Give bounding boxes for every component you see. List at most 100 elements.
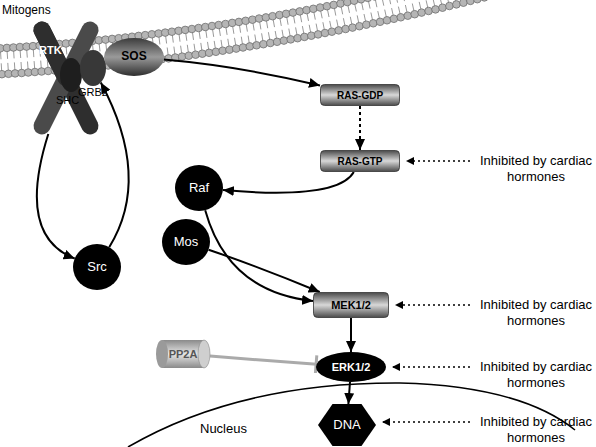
lipid-head (418, 9, 426, 17)
node-label: Raf (189, 181, 209, 195)
lipid-tail (186, 33, 187, 41)
lipid-tail (403, 0, 405, 1)
lipid-tail (174, 47, 175, 55)
lipid-tail (214, 41, 215, 49)
signal-arrow (209, 250, 320, 292)
signal-arrow (359, 106, 361, 150)
node-label: DNA (333, 418, 360, 432)
shape-outline (321, 151, 400, 172)
lipid-tail (213, 29, 214, 37)
signal-arrow (164, 60, 320, 86)
lipid-tail (206, 30, 207, 38)
lipid-head (310, 5, 318, 13)
node-label: SOS (121, 50, 146, 63)
lipid-tail (389, 0, 391, 4)
lipid-head (342, 25, 350, 33)
shape-outline (104, 38, 164, 76)
lipid-head (239, 44, 247, 52)
node-label: Mos (174, 235, 199, 249)
shape-outline (80, 50, 106, 86)
inhibition-pointer (392, 366, 470, 368)
signal-arrow (37, 134, 75, 259)
inhibition-note: Inhibited by cardiac hormones (480, 153, 592, 185)
lipid-tail (296, 27, 297, 35)
gtpase-box: RAS-GTP (320, 150, 400, 172)
lipid-tail (21, 62, 23, 70)
node-label: SHC (56, 94, 79, 106)
signal-arrow (348, 382, 350, 404)
lipid-head (364, 0, 372, 2)
lipid-head (273, 38, 281, 46)
lipid-head (226, 46, 234, 54)
shape-outline (162, 219, 210, 265)
lipid-tail (226, 27, 227, 35)
lipid-tail (0, 51, 2, 59)
adaptor-protein: GRB2 (80, 50, 106, 86)
lipid-tail (262, 33, 263, 41)
lipid-tail (348, 5, 350, 13)
lipid-head (350, 0, 358, 5)
lipid-head (212, 48, 220, 56)
lipid-tail (382, 0, 384, 6)
shape-outline (321, 85, 400, 106)
lipid-head (446, 2, 454, 10)
lipid-head (411, 10, 419, 18)
lipid-head (205, 49, 213, 57)
lipid-head (242, 17, 250, 25)
lipid-tail (233, 26, 234, 34)
lipid-head (246, 43, 254, 51)
lipid-tail (219, 28, 220, 36)
lipid-head (267, 39, 275, 47)
node-label: PP2A (169, 348, 198, 360)
lipid-tail (99, 43, 101, 51)
phosphatase-cylinder: PP2A (156, 340, 210, 368)
node-label: Src (87, 260, 107, 274)
kinase-circle: Mos (162, 219, 210, 265)
lipid-tail (357, 15, 359, 23)
lipid-tail (350, 17, 352, 25)
lipid-head (425, 7, 433, 15)
exchange-factor: SOS (104, 38, 164, 76)
inhibition-pointer (406, 160, 470, 162)
lipid-tail (181, 46, 182, 54)
lipid-head (296, 8, 304, 16)
node-label: ERK1/2 (332, 361, 371, 373)
shape-outline (318, 404, 376, 446)
node-label: GRB2 (78, 86, 108, 98)
node-label: MEK1/2 (331, 299, 371, 311)
lipid-head (439, 4, 447, 12)
lipid-tail (14, 62, 16, 70)
signal-arrow (350, 318, 352, 352)
lipid-tail (166, 36, 167, 44)
lipid-tail (33, 49, 35, 57)
lipid-head (255, 15, 263, 23)
compartment-label: Nucleus (200, 421, 270, 437)
lipid-head (321, 29, 329, 37)
lipid-head (287, 36, 295, 44)
lipid-tail (187, 45, 188, 53)
lipid-head (232, 45, 240, 53)
shape-outline (175, 165, 223, 211)
lipid-head (467, 0, 475, 5)
node-label: RAS-GTP (338, 156, 383, 167)
lipid-head (460, 0, 468, 7)
lipid-tail (355, 4, 357, 12)
lipid-head (390, 15, 398, 23)
dna-hexagon: DNA (318, 404, 376, 446)
stimulus-label: Mitogens (2, 2, 82, 18)
lipid-tail (199, 31, 200, 39)
lipid-head (349, 24, 357, 32)
lipid-head (369, 20, 377, 28)
node-shape (80, 50, 106, 86)
shape-outline (316, 352, 386, 382)
lipid-tail (228, 39, 229, 47)
lipid-head (314, 31, 322, 39)
lipid-head (276, 11, 284, 19)
lipid-tail (172, 35, 173, 43)
inhibition-line (210, 356, 317, 364)
inhibition-pointer (395, 304, 470, 306)
node-label: RTK (39, 44, 62, 56)
lipid-head (269, 12, 277, 20)
lipid-tail (26, 50, 28, 58)
